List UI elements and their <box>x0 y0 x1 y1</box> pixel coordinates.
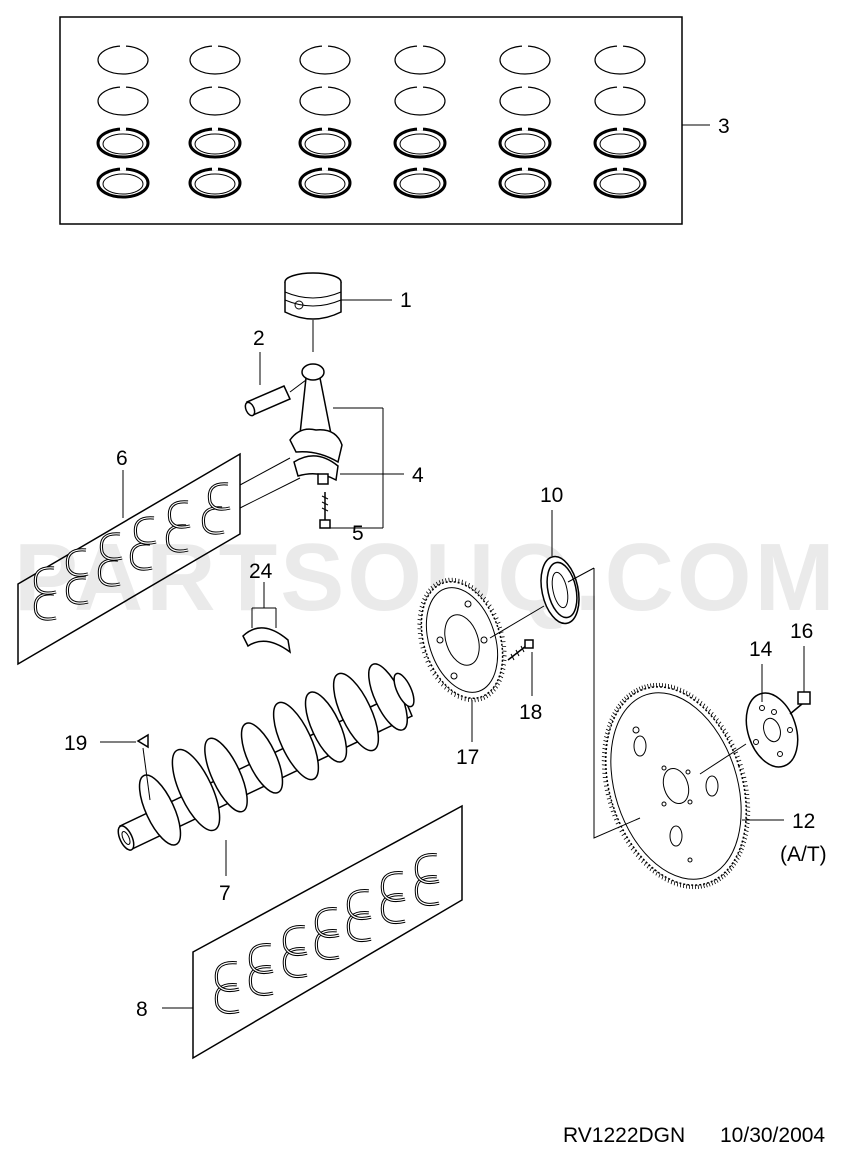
callout-12[interactable]: 12 <box>792 810 815 833</box>
piston-ring <box>393 167 447 199</box>
bearing-shell <box>380 871 406 903</box>
bearing-shell <box>282 947 308 979</box>
plate-bolt[interactable] <box>507 639 534 696</box>
callout-4[interactable]: 4 <box>412 464 424 487</box>
bearing-shell <box>346 889 372 921</box>
connecting-rod[interactable] <box>289 363 404 528</box>
bearing-shell <box>346 911 372 943</box>
diagram-date: 10/30/2004 <box>720 1124 825 1147</box>
piston-ring <box>299 85 351 116</box>
bearing-shell <box>65 548 89 577</box>
callout-1[interactable]: 1 <box>400 289 412 312</box>
piston-ring <box>593 127 647 159</box>
piston-ring <box>299 44 351 75</box>
callout-2[interactable]: 2 <box>253 327 265 350</box>
flexplate-spacer[interactable] <box>699 664 807 775</box>
connecting-rod-bearing-set[interactable] <box>17 452 301 666</box>
piston-ring <box>499 44 551 75</box>
piston-pin[interactable] <box>243 352 307 417</box>
crankshaft-key[interactable] <box>100 733 151 801</box>
callout-16[interactable]: 16 <box>790 620 813 643</box>
main-bearing-set[interactable] <box>162 804 463 1060</box>
piston-ring <box>96 127 150 159</box>
callout-3[interactable]: 3 <box>718 115 730 138</box>
bearing-shell <box>129 542 153 571</box>
piston-ring <box>499 85 551 116</box>
bearing-shell <box>414 875 440 907</box>
piston-ring <box>594 85 646 116</box>
bearing-shell <box>248 965 274 997</box>
piston-ring <box>298 127 352 159</box>
piston-ring-set[interactable] <box>59 16 710 225</box>
bearing-shell <box>97 558 121 587</box>
bearing-shell <box>65 576 89 605</box>
bearing-shell <box>133 516 157 545</box>
piston-ring <box>298 167 352 199</box>
bearing-shell <box>214 983 240 1015</box>
callout-6[interactable]: 6 <box>116 447 128 470</box>
bearing-shell <box>380 893 406 925</box>
thrust-bearing[interactable] <box>242 582 292 654</box>
callout-7[interactable]: 7 <box>219 882 231 905</box>
bearing-shell <box>214 961 240 993</box>
bearing-shell <box>99 532 123 561</box>
bearing-shell <box>33 566 57 595</box>
piston-ring <box>96 167 150 199</box>
bearing-shell <box>201 506 225 535</box>
piston-ring <box>97 85 149 116</box>
connecting-rod-bolt[interactable] <box>319 492 383 529</box>
callout-14[interactable]: 14 <box>749 638 773 661</box>
piston-ring <box>498 167 552 199</box>
bearing-shell <box>33 592 57 621</box>
bearing-shell <box>207 482 231 511</box>
piston-ring <box>498 127 552 159</box>
piston-ring <box>594 44 646 75</box>
piston-ring <box>394 44 446 75</box>
bearing-shell <box>167 500 191 529</box>
bearing-shell <box>314 929 340 961</box>
bearing-shell <box>414 853 440 885</box>
callout-5[interactable]: 5 <box>352 522 364 545</box>
bearing-shell <box>248 943 274 975</box>
callout-10[interactable]: 10 <box>540 484 563 507</box>
piston-ring <box>189 44 241 75</box>
bearing-shell <box>282 925 308 957</box>
rear-oil-seal[interactable] <box>489 510 585 639</box>
piston-ring <box>593 167 647 199</box>
diagram-code: RV1222DGN <box>563 1124 685 1147</box>
piston-ring <box>97 44 149 75</box>
crankshaft[interactable] <box>115 659 418 876</box>
callout-17[interactable]: 17 <box>456 746 479 769</box>
piston-ring <box>188 127 242 159</box>
callout-18[interactable]: 18 <box>519 701 542 724</box>
gear-teeth <box>601 682 751 890</box>
callout-12-note: (A/T) <box>780 843 827 866</box>
flexplate-bolt[interactable] <box>789 646 811 715</box>
gear-teeth <box>417 577 507 703</box>
piston-ring <box>393 127 447 159</box>
piston-ring <box>188 167 242 199</box>
piston[interactable] <box>284 272 392 352</box>
bearing-shell <box>314 907 340 939</box>
callout-24[interactable]: 24 <box>249 560 273 583</box>
piston-ring <box>189 85 241 116</box>
piston-ring <box>394 85 446 116</box>
callout-8[interactable]: 8 <box>136 998 148 1021</box>
callout-19[interactable]: 19 <box>64 732 87 755</box>
